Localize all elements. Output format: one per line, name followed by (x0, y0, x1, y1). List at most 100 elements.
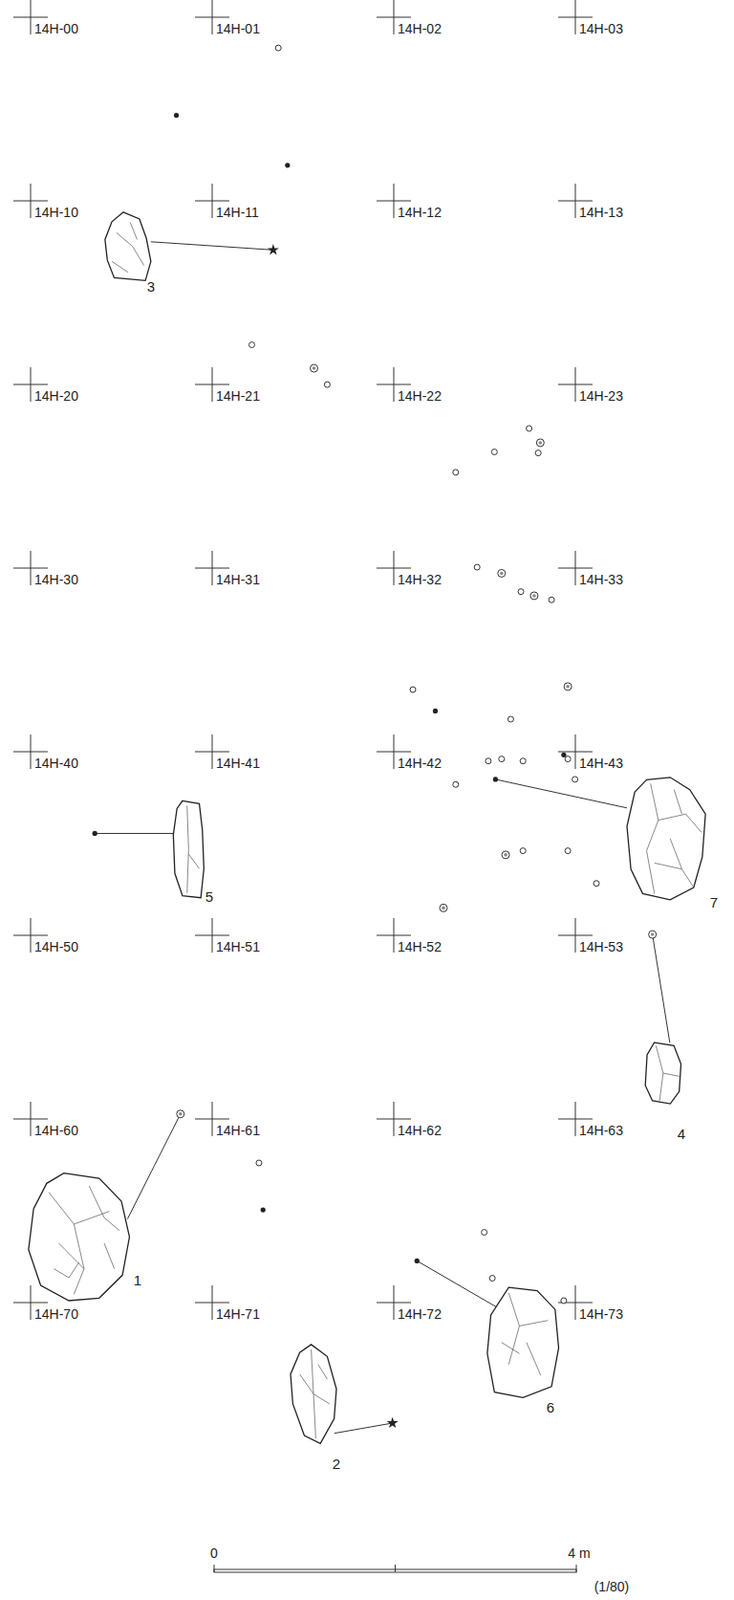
flake-scar (501, 1341, 520, 1354)
leader-line (652, 933, 670, 1042)
flake-point (248, 342, 255, 348)
scale-label: 4 m (567, 1544, 590, 1560)
flake-scar (518, 1319, 548, 1326)
grid-label: 14H-03 (579, 21, 624, 37)
flake-point (485, 757, 492, 764)
grid-label: 14H-51 (215, 938, 260, 954)
ring-inner (539, 440, 543, 445)
grid-label: 14H-11 (215, 204, 260, 220)
flake-point (453, 780, 459, 787)
scale-tick (214, 1563, 216, 1572)
stone-tool-drawing (172, 799, 204, 897)
grid-label: 14H-40 (34, 755, 79, 771)
flake-scar (187, 804, 190, 892)
flake-scar (59, 1242, 85, 1269)
flake-scar (647, 782, 659, 893)
flake-point (572, 776, 579, 782)
ring-outer (648, 929, 657, 938)
grid-label: 14H-31 (215, 571, 260, 587)
tool-point (414, 1257, 420, 1263)
flake-scar (654, 862, 694, 887)
flake-scar (88, 1185, 120, 1231)
flake-scar (53, 1261, 79, 1277)
scale-bar (214, 1563, 577, 1572)
flake-scar (104, 1242, 115, 1269)
flake-scar (508, 1292, 519, 1364)
grid-label: 14H-13 (579, 204, 624, 220)
callout-number: 7 (710, 894, 718, 910)
flake-point (275, 44, 281, 51)
leader-lines (94, 241, 670, 1433)
flake-point (593, 880, 600, 886)
callout-number: 5 (205, 888, 214, 905)
grid-label: 14H-01 (215, 21, 260, 37)
ring-outer (176, 1109, 185, 1118)
grid-label: 14H-52 (397, 938, 442, 954)
flake-scar (111, 260, 129, 272)
flake-scar (129, 222, 137, 240)
flake-point (526, 425, 533, 432)
tool-point (432, 708, 438, 713)
ring-inner (532, 593, 537, 598)
flake-point (453, 469, 459, 475)
ring-outer (530, 591, 539, 600)
callout-number: 3 (147, 279, 155, 295)
grid-label: 14H-20 (34, 388, 79, 404)
flake-point (564, 847, 571, 854)
grid-label: 14H-30 (34, 571, 79, 587)
flake-point (256, 1159, 262, 1166)
grid-label: 14H-73 (579, 1305, 624, 1321)
callout-number: 2 (332, 1455, 341, 1471)
tool-outline (626, 777, 706, 900)
flake-point (564, 755, 571, 762)
ring-outer (536, 438, 544, 447)
scale-label: 0 (210, 1544, 218, 1560)
leader-line (334, 1422, 393, 1433)
grid-label: 14H-61 (215, 1122, 260, 1138)
ring-outer (310, 364, 319, 372)
chip-point (563, 682, 572, 691)
stone-tool-drawing (645, 1041, 681, 1103)
scale-label: (1/80) (594, 1577, 630, 1594)
flake-scar (673, 789, 682, 815)
tool-outline (487, 1286, 560, 1397)
flake-point (518, 588, 524, 595)
flake-scar (116, 232, 145, 265)
ring-inner (650, 931, 655, 936)
tool-outline (105, 212, 152, 281)
flake-point (489, 1274, 496, 1281)
ring-inner (499, 571, 504, 576)
grid-label: 14H-21 (215, 388, 260, 404)
flake-scar (526, 1341, 541, 1376)
grid-label: 14H-23 (579, 388, 624, 404)
grid-label: 14H-41 (215, 755, 260, 771)
chip-point (310, 364, 319, 372)
chip-point (176, 1109, 185, 1118)
grid-label: 14H-42 (397, 755, 442, 771)
callout-number: 1 (133, 1272, 142, 1288)
flake-point (561, 1296, 567, 1303)
flake-point (507, 715, 514, 722)
grid-label: 14H-32 (397, 571, 442, 587)
grid-label: 14H-63 (579, 1122, 624, 1138)
grid-label: 14H-02 (397, 21, 442, 37)
callout-number: 4 (677, 1125, 686, 1142)
tool-point (493, 776, 498, 781)
scale-tick (576, 1563, 578, 1572)
tool-outline (28, 1172, 130, 1300)
grid-label: 14H-72 (397, 1305, 442, 1321)
grid-label: 14H-71 (215, 1305, 260, 1321)
ring-inner (312, 366, 317, 370)
grid-label: 14H-62 (397, 1122, 442, 1138)
chip-point (501, 850, 510, 859)
ring-outer (501, 850, 510, 859)
tool-point (173, 112, 179, 118)
flake-point (498, 755, 505, 762)
stone-tool-drawing (487, 1286, 560, 1397)
grid-label: 14H-10 (34, 204, 79, 220)
flake-point (519, 757, 526, 764)
ring-inner (178, 1111, 183, 1116)
leader-line (151, 241, 274, 251)
leader-line (94, 832, 173, 834)
